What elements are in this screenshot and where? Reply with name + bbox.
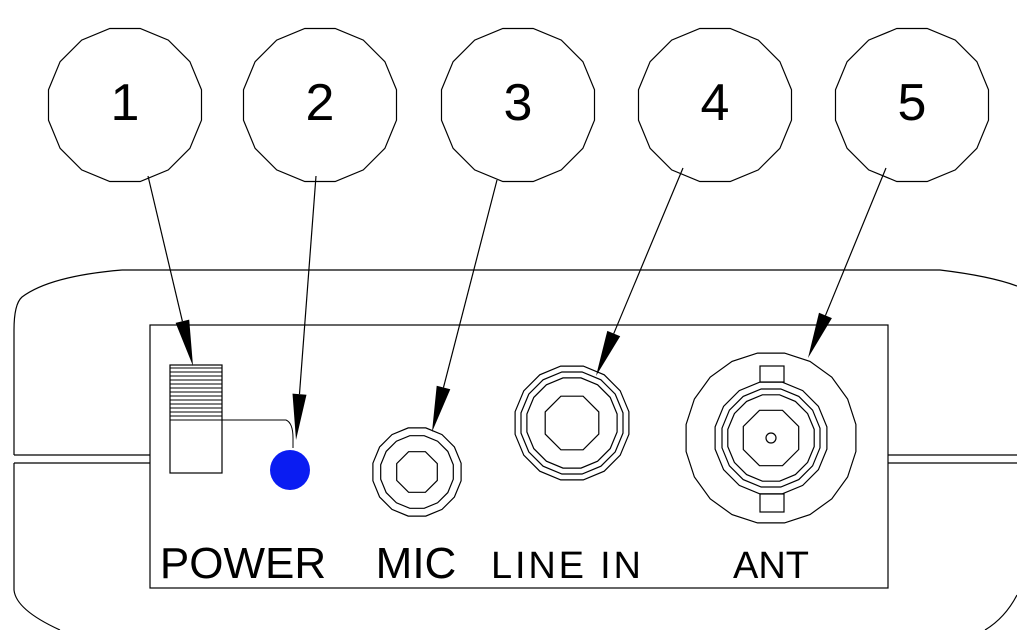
led-wire [222,419,294,448]
callout-number: 3 [504,74,533,132]
callout-number: 4 [701,74,730,132]
mic-label: MIC [376,539,457,588]
power-led [270,450,310,490]
callout-4: 4 [637,27,793,183]
callout-3: 3 [440,27,596,183]
callout-5: 5 [834,27,990,183]
callout-2: 2 [242,27,398,183]
callout-number: 2 [306,74,335,132]
leader-line-2 [298,175,317,395]
line-in-label: LINE IN [491,545,641,587]
power-switch[interactable] [169,364,223,474]
leader-line-1 [147,175,183,322]
callout-number: 1 [111,74,140,132]
leader-line-5 [824,167,887,316]
antenna-connector[interactable] [685,352,857,524]
device-housing [13,269,1017,630]
arrowhead-1 [175,319,193,366]
mic-jack[interactable] [372,427,462,517]
front-panel [149,324,889,589]
leader-line-3 [442,179,498,388]
leader-lines [147,167,887,440]
line-in-jack[interactable] [514,365,630,481]
arrowhead-5 [808,312,832,358]
arrowhead-2 [292,393,307,440]
callout-1: 1 [47,27,203,183]
leader-line-4 [613,167,684,334]
power-label: POWER [160,539,326,588]
arrowhead-4 [596,330,621,376]
callout-number: 5 [898,74,927,132]
arrowhead-3 [432,385,451,432]
ant-label: ANT [733,545,809,587]
